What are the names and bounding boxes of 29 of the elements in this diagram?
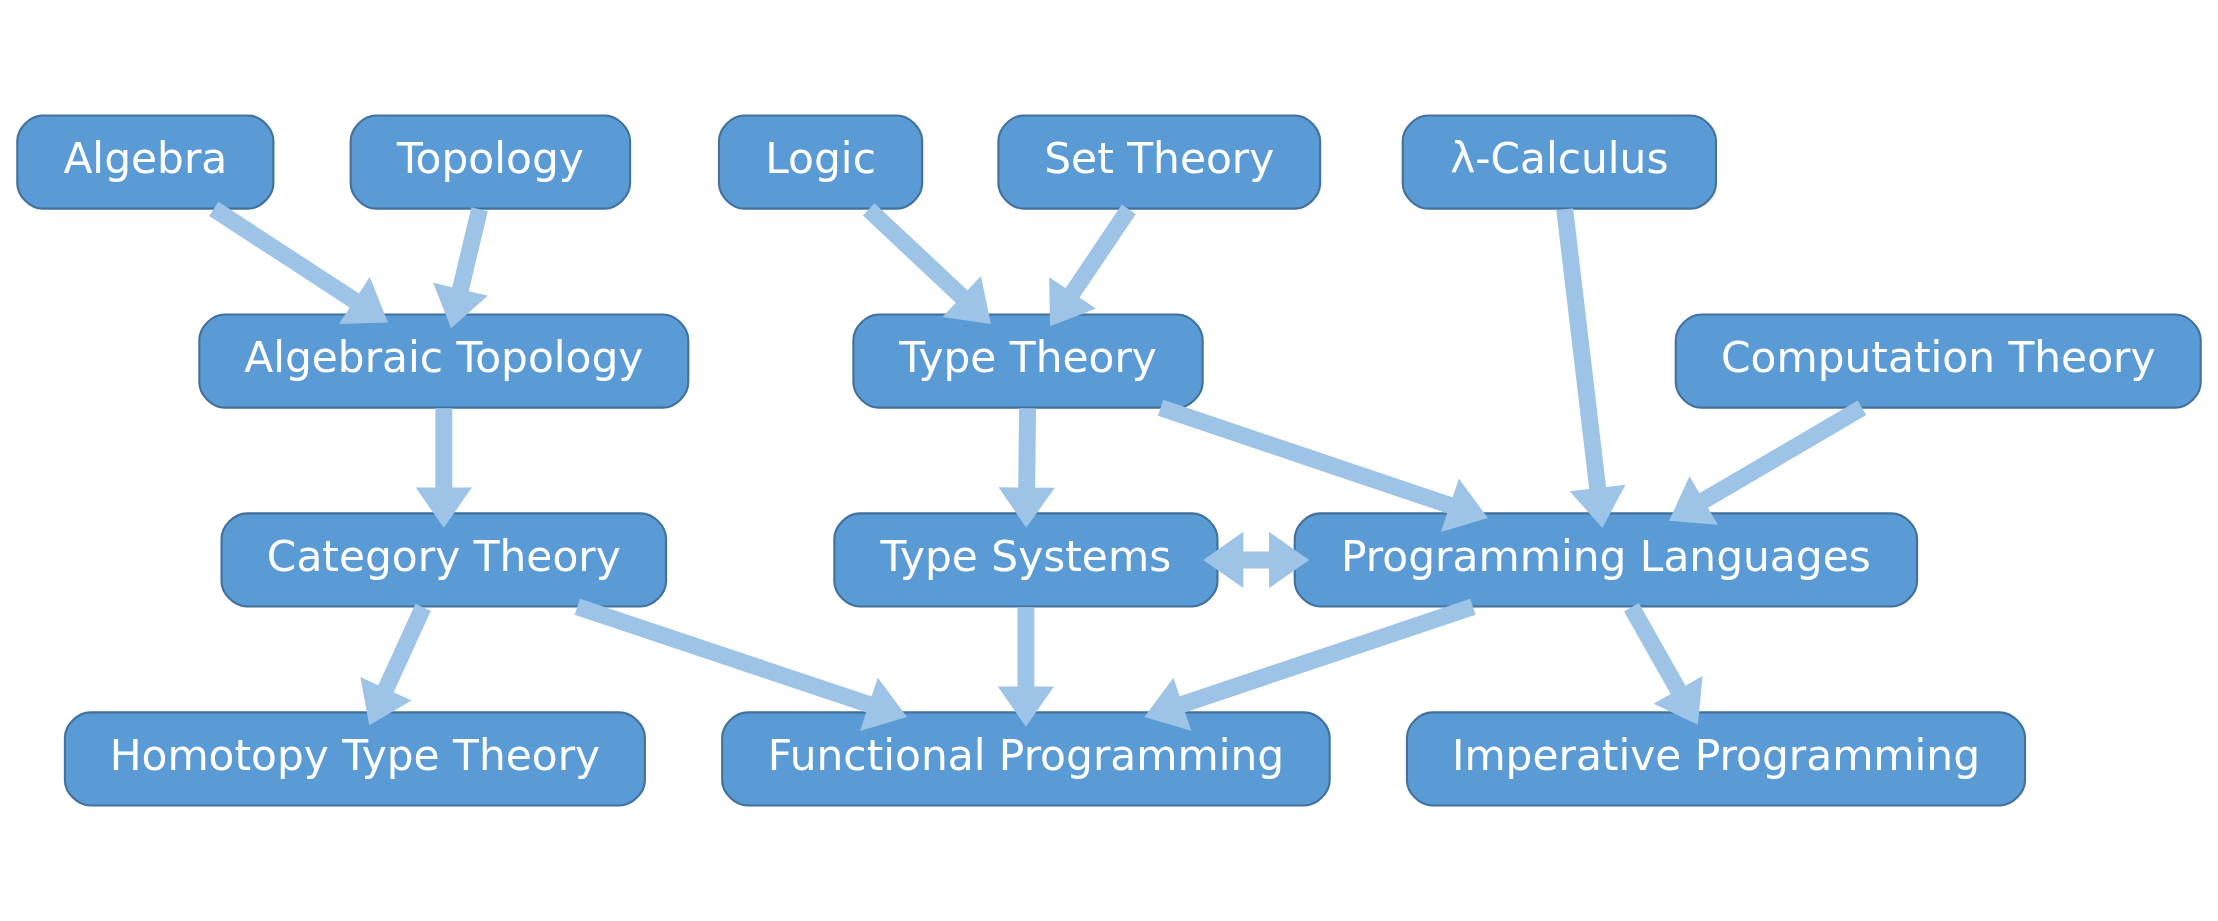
arrow [415,408,472,528]
node-box: Type Theory [852,313,1204,409]
arrow [1624,603,1703,725]
node-box: Type Systems [833,512,1219,608]
arrow [574,598,907,731]
node-box: Computation Theory [1674,313,2202,409]
arrow [998,408,1055,528]
arrow [209,201,388,325]
node-box: Homotopy Type Theory [63,711,646,807]
node-box: Algebra [16,114,275,210]
arrow [997,607,1055,727]
arrow [1669,400,1867,525]
node-box: Functional Programming [721,711,1331,807]
node-box: Programming Languages [1293,512,1919,608]
arrow [1203,531,1310,589]
node-box: Category Theory [220,512,668,608]
arrow [1049,204,1136,327]
node-box: Algebraic Topology [198,313,690,409]
arrow [1157,399,1488,532]
arrow [1556,208,1626,528]
arrow [862,203,991,325]
node-box: λ-Calculus [1401,114,1718,210]
node-box: Topology [349,114,632,210]
node-box: Logic [717,114,924,210]
arrow [360,603,431,726]
arrow [1144,598,1476,731]
node-box: Imperative Programming [1405,711,2027,807]
arrow [433,207,488,329]
node-box: Set Theory [997,114,1322,210]
